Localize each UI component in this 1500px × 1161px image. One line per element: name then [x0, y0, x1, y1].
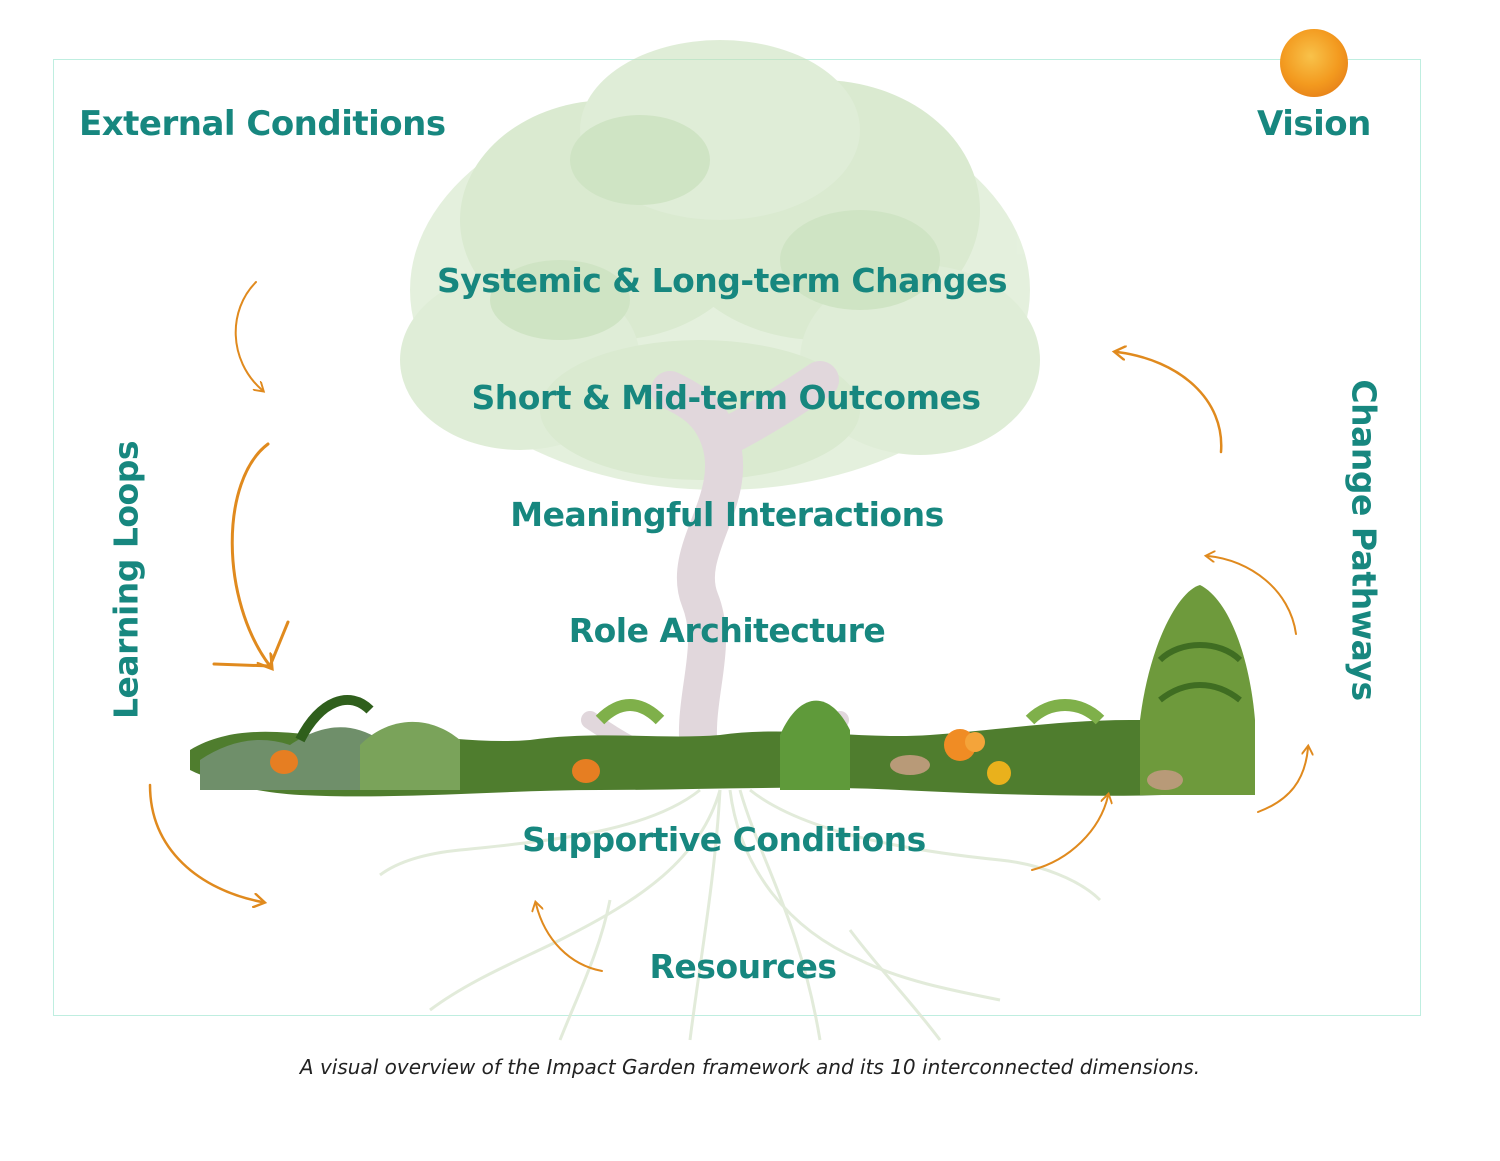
figure-caption: A visual overview of the Impact Garden f… [300, 1055, 1200, 1079]
label-vision: Vision [1257, 104, 1371, 144]
label-learning-loops: Learning Loops [107, 441, 146, 719]
label-systemic-changes: Systemic & Long-term Changes [437, 261, 1007, 300]
label-supportive-conditions: Supportive Conditions [522, 820, 926, 859]
label-short-mid-outcomes: Short & Mid-term Outcomes [472, 378, 981, 417]
label-external-conditions: External Conditions [79, 104, 446, 144]
label-role-architecture: Role Architecture [569, 611, 886, 650]
label-resources: Resources [650, 947, 837, 986]
label-change-pathways: Change Pathways [1345, 379, 1384, 700]
sun-icon [1280, 29, 1348, 97]
label-meaningful-interactions: Meaningful Interactions [510, 495, 943, 534]
